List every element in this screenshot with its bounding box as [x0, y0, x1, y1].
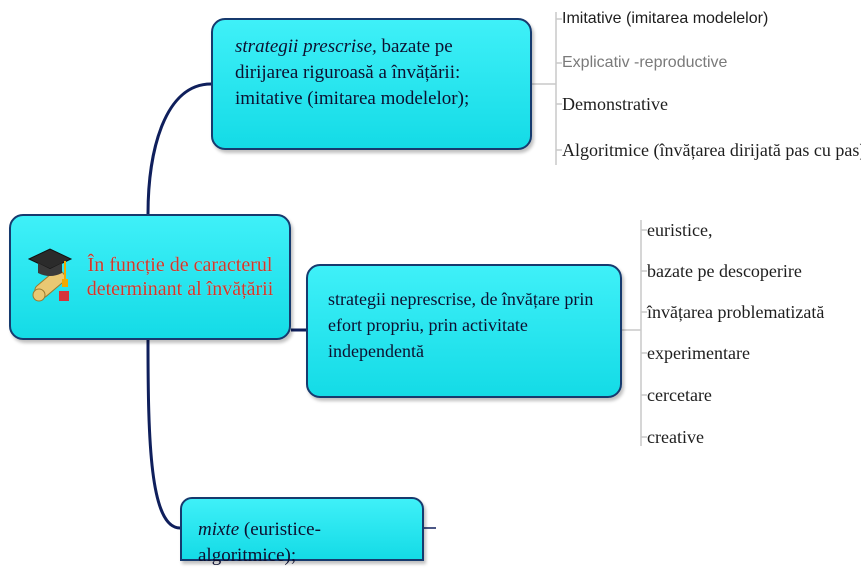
branch-node-prescrise[interactable]: strategii prescrise, bazate pe dirijarea…: [211, 18, 532, 150]
connector-root-branch-1: [146, 82, 212, 215]
connector-branch-1-leaves: [532, 12, 562, 165]
leaf-cercetare[interactable]: cercetare: [647, 385, 712, 405]
leaf-demonstrative[interactable]: Demonstrative: [562, 94, 668, 114]
leaf-experimentare[interactable]: experimentare: [647, 343, 750, 363]
branch-node-neprescrise[interactable]: strategii neprescrise, de învățare prin …: [306, 264, 622, 398]
graduation-cap-diploma-icon: [25, 241, 75, 313]
branch-1-text: bazate pe dirijarea riguroasă a învățări…: [235, 36, 470, 109]
connector-branch-2-leaves: [622, 220, 647, 446]
leaf-invatarea-problematizata[interactable]: învățarea problematizată: [647, 302, 825, 322]
leaf-bazate-pe-descoperire[interactable]: bazate pe descoperire: [647, 261, 802, 281]
root-node[interactable]: În funcție de caracterul determinant al …: [9, 214, 291, 340]
branch-1-lead: strategii prescrise,: [235, 36, 377, 57]
branch-2-text: strategii neprescrise, de învățare prin …: [328, 289, 594, 361]
connector-root-branch-3: [146, 339, 181, 530]
leaf-imitative[interactable]: Imitative (imitarea modelelor): [562, 10, 769, 27]
leaf-euristice[interactable]: euristice,: [647, 220, 713, 240]
root-label: În funcție de caracterul determinant al …: [86, 254, 274, 300]
branch-node-mixte[interactable]: mixte (euristice-algoritmice);: [180, 497, 424, 566]
leaf-explicativ-reproductive[interactable]: Explicativ -reproductive: [562, 54, 728, 71]
branch-3-lead: mixte: [198, 519, 240, 540]
leaf-algoritmice[interactable]: Algoritmice (învățarea dirijată pas cu p…: [562, 140, 861, 160]
leaf-creative[interactable]: creative: [647, 427, 704, 447]
